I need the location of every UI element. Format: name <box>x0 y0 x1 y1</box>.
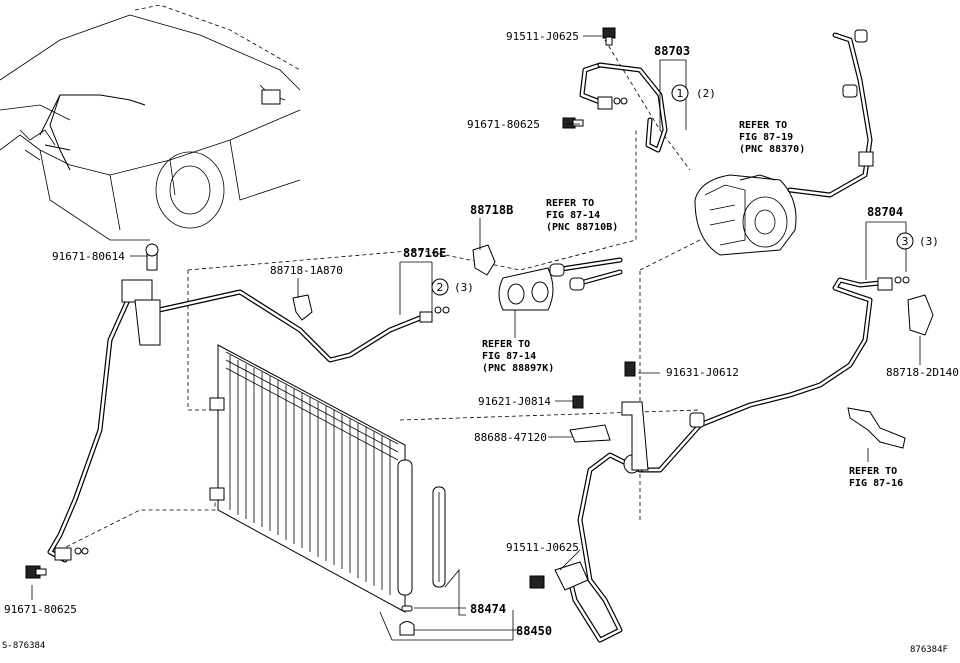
footer-right-code: 876384F <box>910 645 948 655</box>
pipe-bracket <box>621 401 649 471</box>
ref-fig-87-19-line1[interactable]: REFER TO <box>739 120 787 131</box>
guide-line <box>399 409 701 421</box>
bolt <box>605 36 613 46</box>
svg-text:(2): (2) <box>696 87 716 100</box>
car-illustration <box>0 4 301 241</box>
joint-fitting <box>597 96 613 110</box>
bracket-assembly <box>847 407 906 462</box>
pipe-bracket <box>554 561 589 591</box>
o-ring <box>613 97 621 105</box>
label-88704[interactable]: 88704 <box>867 205 903 219</box>
guide-line <box>187 270 215 411</box>
label-91621-j0814[interactable]: 91621-J0814 <box>478 395 551 408</box>
ref-fig-87-14b-line3[interactable]: (PNC 88897K) <box>482 363 554 374</box>
cap-plug <box>399 621 415 636</box>
o-ring <box>902 276 910 284</box>
clamp-88718-2D140 <box>907 294 934 336</box>
o-ring <box>434 306 442 314</box>
bolt <box>624 361 636 377</box>
guide-line <box>187 130 637 271</box>
clamp-88718B <box>472 244 496 276</box>
guide-line <box>59 490 216 551</box>
pipe-sensor <box>689 412 705 428</box>
label-91671-80625-bottom[interactable]: 91671-80625 <box>4 603 77 616</box>
suction-hose <box>787 29 874 198</box>
bolt <box>572 395 584 409</box>
o-ring <box>401 605 413 612</box>
seal-plate <box>498 267 554 311</box>
callout-1: 1 (2) <box>671 84 716 102</box>
joint-fitting <box>419 311 433 323</box>
suction-pipe <box>567 277 883 643</box>
bolt <box>35 568 47 576</box>
pipe-clamp-88688 <box>569 424 611 443</box>
label-88450[interactable]: 88450 <box>516 624 552 638</box>
svg-text:2: 2 <box>437 281 444 294</box>
o-ring <box>81 547 89 555</box>
compressor <box>694 174 797 256</box>
ref-fig-87-16-line2[interactable]: FIG 87-16 <box>849 478 903 489</box>
leader-lines <box>31 35 921 641</box>
evaporator-tubes <box>549 257 623 291</box>
joint-fitting <box>54 547 72 561</box>
label-91631-j0612[interactable]: 91631-J0612 <box>666 366 739 379</box>
footer-left-code: S-876384 <box>2 641 45 651</box>
label-88703[interactable]: 88703 <box>654 44 690 58</box>
block-fitting <box>121 279 153 303</box>
joint-fitting <box>877 277 893 291</box>
clamp-88718-1A870 <box>292 294 313 321</box>
guide-line <box>639 239 701 271</box>
guide-line <box>604 39 691 171</box>
label-88716e[interactable]: 88716E <box>403 246 446 260</box>
svg-text:1: 1 <box>677 87 684 100</box>
ref-fig-87-14b-line1[interactable]: REFER TO <box>482 339 530 350</box>
ref-fig-87-14b-line2[interactable]: FIG 87-14 <box>482 351 536 362</box>
label-88688-47120[interactable]: 88688-47120 <box>474 431 547 444</box>
label-91511-j0625-bottom[interactable]: 91511-J0625 <box>506 541 579 554</box>
pipe-bracket <box>134 299 161 346</box>
liquid-tube <box>47 289 423 563</box>
callout-3: 3 (3) <box>896 232 939 250</box>
label-91671-80625-top[interactable]: 91671-80625 <box>467 118 540 131</box>
label-91671-80614[interactable]: 91671-80614 <box>52 250 125 263</box>
ref-fig-87-19-line2[interactable]: FIG 87-19 <box>739 132 793 143</box>
condenser <box>209 344 413 613</box>
callout-2: 2 (3) <box>431 278 474 296</box>
discharge-hose <box>579 62 668 153</box>
svg-text:(3): (3) <box>454 281 474 294</box>
svg-text:(3): (3) <box>919 235 939 248</box>
bolt <box>529 575 545 589</box>
ref-fig-87-14a-line1[interactable]: REFER TO <box>546 198 594 209</box>
label-88718b[interactable]: 88718B <box>470 203 513 217</box>
ref-fig-87-14a-line2[interactable]: FIG 87-14 <box>546 210 600 221</box>
o-ring <box>74 547 82 555</box>
label-88474[interactable]: 88474 <box>470 602 506 616</box>
bolt <box>572 119 584 127</box>
label-91511-j0625-top[interactable]: 91511-J0625 <box>506 30 579 43</box>
label-88718-2d140[interactable]: 88718-2D140 <box>886 366 959 379</box>
svg-text:3: 3 <box>902 235 909 248</box>
ref-fig-87-14a-line3[interactable]: (PNC 88710B) <box>546 222 618 233</box>
o-ring <box>894 276 902 284</box>
ref-fig-87-19-line3[interactable]: (PNC 88370) <box>739 144 805 155</box>
o-ring <box>620 97 628 105</box>
desiccant-element <box>432 486 446 588</box>
ref-fig-87-16-line1[interactable]: REFER TO <box>849 466 897 477</box>
bolt-head <box>145 243 159 257</box>
o-ring <box>442 306 450 314</box>
label-88718-1a870[interactable]: 88718-1A870 <box>270 264 343 277</box>
